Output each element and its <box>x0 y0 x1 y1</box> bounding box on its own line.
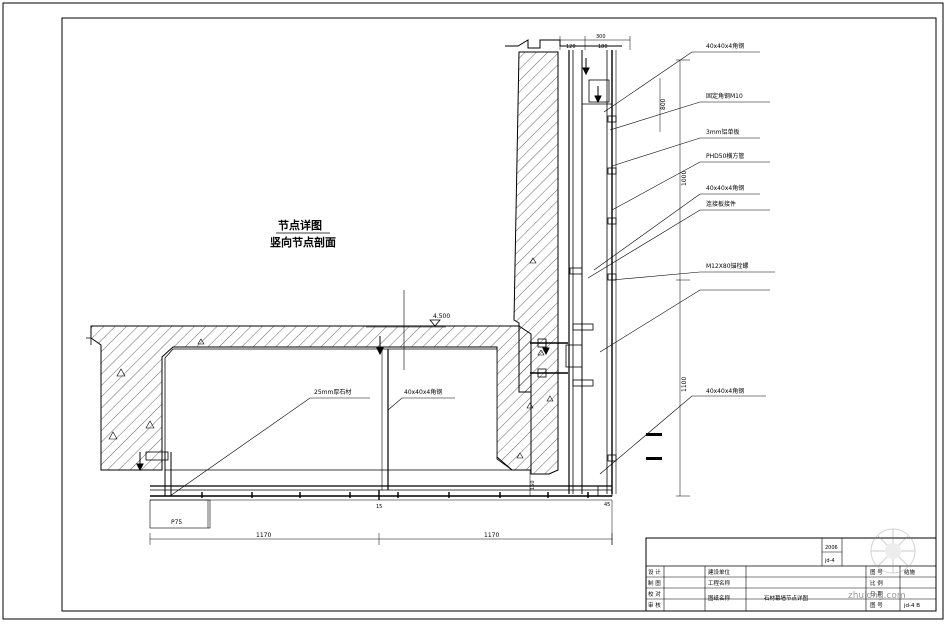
dim-15: 15 <box>376 504 382 510</box>
tb-r1c2: 建设单位 <box>708 568 731 576</box>
facade-soffit <box>145 451 612 529</box>
dim-bottom-right: 1170 <box>484 532 499 539</box>
tag-box-1 <box>646 433 662 436</box>
drawing-subtitle: 竖向节点剖面 <box>270 235 336 249</box>
watermark-text: zhulong.com <box>848 591 906 601</box>
callout-6: 连接板接件 <box>706 200 736 208</box>
callout-3: 3mm铝单板 <box>706 128 740 136</box>
callout-10: 40x40x4角钢 <box>404 388 442 396</box>
elevation-label: 4.500 <box>433 313 450 320</box>
arrow-indicators <box>136 58 602 472</box>
tb-small-a: 2006 <box>825 545 838 551</box>
soffit-studs <box>201 490 589 500</box>
watermark-logo <box>870 528 916 574</box>
callout-9: 25mm厚石材 <box>314 388 351 396</box>
slab-step <box>86 337 92 345</box>
dim-1000: 1000 <box>681 171 688 186</box>
tb-r2c4: 比 例 <box>870 579 883 587</box>
tb-r4c4: 图 号 <box>870 601 883 609</box>
tb-r3c4: 日 期 <box>870 591 883 598</box>
dim-45: 45 <box>604 502 610 508</box>
dim-bottom-left: 1170 <box>256 532 271 539</box>
callout-4: PHD50横方管 <box>706 152 744 160</box>
tb-r1c1: 设 计 <box>648 568 661 576</box>
beam-void <box>164 348 514 471</box>
tb-r3c3: 石材幕墙节点详图 <box>764 594 809 602</box>
title-block <box>645 537 937 612</box>
dim-1100: 1100 <box>681 377 688 392</box>
tb-r4c1: 审 核 <box>648 601 661 609</box>
tb-r3c1: 校 对 <box>648 590 661 598</box>
inner-border <box>61 17 937 612</box>
tb-r4c5: jd-4 B <box>903 603 920 609</box>
dimension-lines <box>149 36 690 545</box>
tb-small-b: jd-4 <box>824 558 835 564</box>
title-block-text: 设 计 建设单位 图 号 结施 制 图 工程名称 比 例 校 对 图纸名称 石材… <box>648 545 920 609</box>
dim-800: 800 <box>660 98 667 110</box>
dim-p75: P75 <box>171 519 182 526</box>
tb-r2c1: 制 图 <box>648 579 661 587</box>
tb-r1c5: 结施 <box>904 568 916 576</box>
callout-1: 40x40x4角钢 <box>706 42 744 50</box>
callout-2: 固定角钢M10 <box>706 92 743 100</box>
dim-top-a: 120 <box>566 44 576 50</box>
tb-r2c2: 工程名称 <box>708 579 731 587</box>
elev-marker <box>429 319 441 327</box>
callout-labels: 40x40x4角钢 固定角钢M10 3mm铝单板 PHD50横方管 40x40x… <box>314 42 749 396</box>
dim-top-b: 180 <box>598 44 608 50</box>
callout-5: 40x40x4角钢 <box>706 184 744 192</box>
dim-top-width: 300 <box>596 34 606 40</box>
tb-r3c2: 图纸名称 <box>708 594 731 602</box>
tb-r1c4: 图 号 <box>870 568 883 576</box>
callout-7: M12X80锚栓螺 <box>706 262 749 270</box>
concrete-slab <box>90 325 532 471</box>
tag-box-2 <box>646 457 662 460</box>
dim-150: 150 <box>530 480 536 490</box>
callout-leaders <box>169 51 775 497</box>
facade-vertical <box>530 50 617 497</box>
callout-8: 40x40x4角钢 <box>706 387 744 395</box>
drawing-title: 节点详图 <box>278 218 322 232</box>
aggregate-marks <box>108 257 554 459</box>
